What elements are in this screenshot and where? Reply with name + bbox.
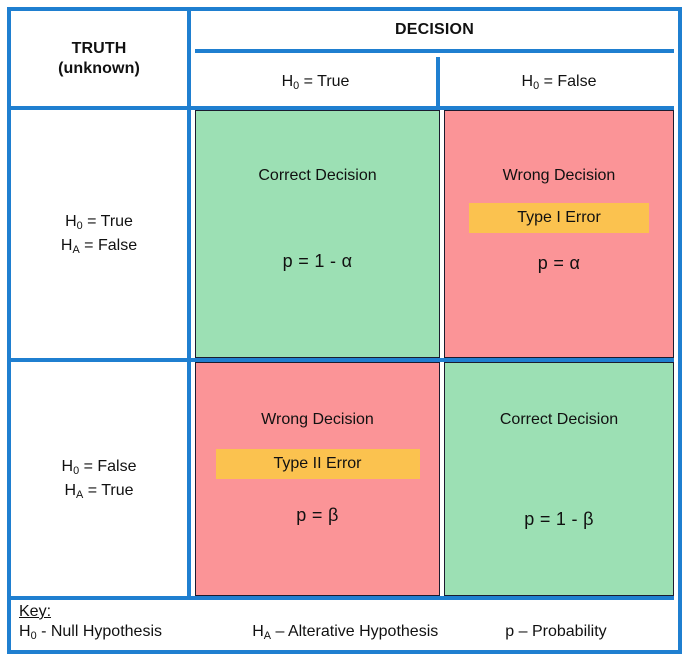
column-header-h0-false: H0 = False [444, 57, 674, 106]
key-items: H0 - Null Hypothesis HA – Alterative Hyp… [19, 623, 674, 641]
key-item-probability: p – Probability [505, 623, 607, 640]
cell-correct-decision-true-negative: Correct Decision p = 1 - α [195, 110, 440, 358]
verdict-label: Wrong Decision [261, 411, 374, 428]
key-item-alternative-hypothesis: HA – Alterative Hypothesis [252, 623, 439, 643]
truth-header-label: TRUTH (unknown) [58, 39, 140, 79]
subscript: A [76, 489, 84, 502]
truth-header-line2: (unknown) [58, 59, 140, 77]
key-title: Key: [19, 603, 52, 620]
row-label-h0-false-text: H0 = False HA = True [61, 458, 137, 502]
truth-header-cell: TRUTH (unknown) [11, 11, 191, 106]
type-i-error-badge: Type I Error [469, 203, 649, 233]
decision-header-cell: DECISION [195, 11, 674, 53]
key-legend: Key: H0 - Null Hypothesis HA – Alterativ… [11, 600, 674, 650]
cell-wrong-decision-type-ii: Wrong Decision Type II Error p = β [195, 362, 440, 596]
cell-wrong-decision-type-i: Wrong Decision Type I Error p = α [444, 110, 674, 358]
type-ii-error-badge: Type II Error [215, 449, 420, 479]
probability-label: p = 1 - α [282, 251, 353, 271]
column-header-h0-true-label: H0 = True [281, 72, 350, 92]
probability-label: p = β [296, 505, 339, 525]
row-divider [11, 358, 674, 362]
column-header-h0-true: H0 = True [195, 57, 440, 106]
decision-header-label: DECISION [395, 21, 474, 38]
key-item-null-hypothesis: H0 - Null Hypothesis [19, 623, 162, 643]
row-label-h0-true-text: H0 = True HA = False [60, 213, 138, 257]
subscript: A [263, 630, 272, 643]
verdict-label: Wrong Decision [502, 167, 616, 184]
verdict-label: Correct Decision [499, 411, 619, 428]
header-divider [11, 106, 674, 110]
subscript: 0 [293, 79, 300, 92]
column-header-h0-false-label: H0 = False [521, 72, 597, 92]
row-label-h0-true: H0 = True HA = False [11, 110, 191, 358]
subscript: A [72, 244, 80, 257]
row-label-h0-false: H0 = False HA = True [11, 362, 191, 596]
verdict-label: Correct Decision [258, 167, 377, 184]
probability-label: p = α [537, 253, 581, 273]
subscript: 0 [73, 465, 80, 478]
subscript: 0 [533, 79, 540, 92]
subscript: 0 [76, 220, 83, 233]
probability-label: p = 1 - β [524, 509, 594, 529]
key-divider [11, 596, 674, 600]
cell-correct-decision-true-positive: Correct Decision p = 1 - β [444, 362, 674, 596]
truth-header-line1: TRUTH [71, 39, 127, 57]
subscript: 0 [30, 630, 37, 643]
